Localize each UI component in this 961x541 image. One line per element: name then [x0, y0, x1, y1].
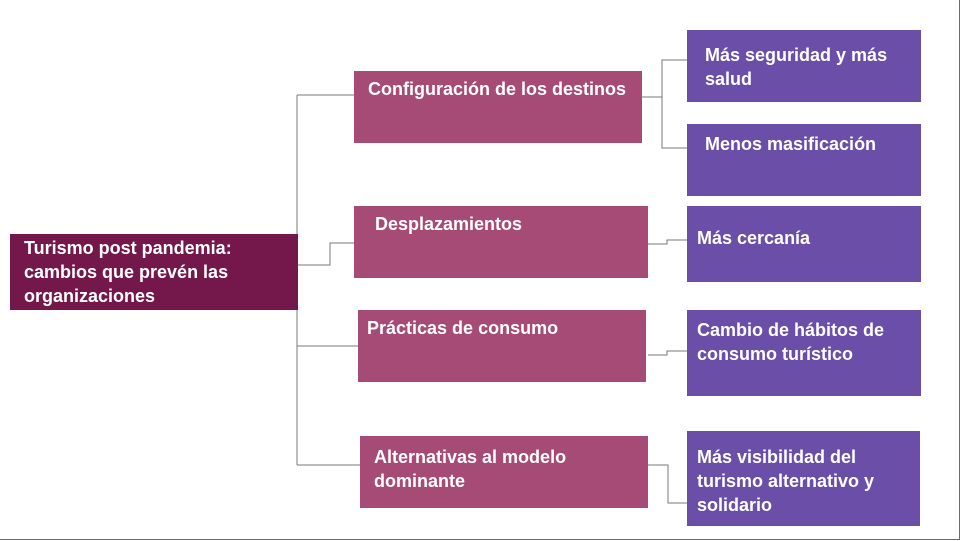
connector-branch-1-leaf-2 [628, 96, 697, 149]
connector-branch-3-leaf [648, 350, 687, 356]
leaf-node-seguridad-salud: Más seguridad y más salud [687, 30, 921, 102]
root-label: Turismo post pandemia: cambios que prevé… [24, 238, 232, 306]
leaf-node-masificacion: Menos masificación [687, 124, 921, 196]
branch-node-configuracion: Configuración de los destinos [354, 71, 642, 143]
branch-node-practicas: Prácticas de consumo [358, 310, 646, 382]
branch-label: Configuración de los destinos [368, 79, 627, 99]
leaf-node-visibilidad: Más visibilidad del turismo alternativo … [687, 431, 920, 526]
branch-label: Desplazamientos [375, 214, 523, 234]
branch-label: Alternativas al modelo dominante [374, 447, 567, 491]
branch-node-desplazamientos: Desplazamientos [354, 206, 648, 278]
connector-branch-2-leaf [648, 239, 687, 245]
leaf-label: Menos masificación [705, 134, 877, 154]
branch-node-alternativas: Alternativas al modelo dominante [360, 436, 648, 508]
connector-branch-4-leaf [633, 464, 687, 504]
leaf-node-habitos: Cambio de hábitos de consumo turístico [687, 310, 921, 396]
connector-root-branch-2 [297, 242, 354, 266]
branch-label: Prácticas de consumo [367, 318, 559, 338]
leaf-label: Más visibilidad del turismo alternativo … [697, 447, 875, 515]
leaf-label: Cambio de hábitos de consumo turístico [697, 320, 885, 364]
leaf-label: Más seguridad y más salud [705, 45, 888, 89]
leaf-node-cercania: Más cercanía [687, 206, 921, 282]
leaf-label: Más cercanía [697, 228, 811, 248]
root-node: Turismo post pandemia: cambios que prevé… [10, 234, 298, 310]
